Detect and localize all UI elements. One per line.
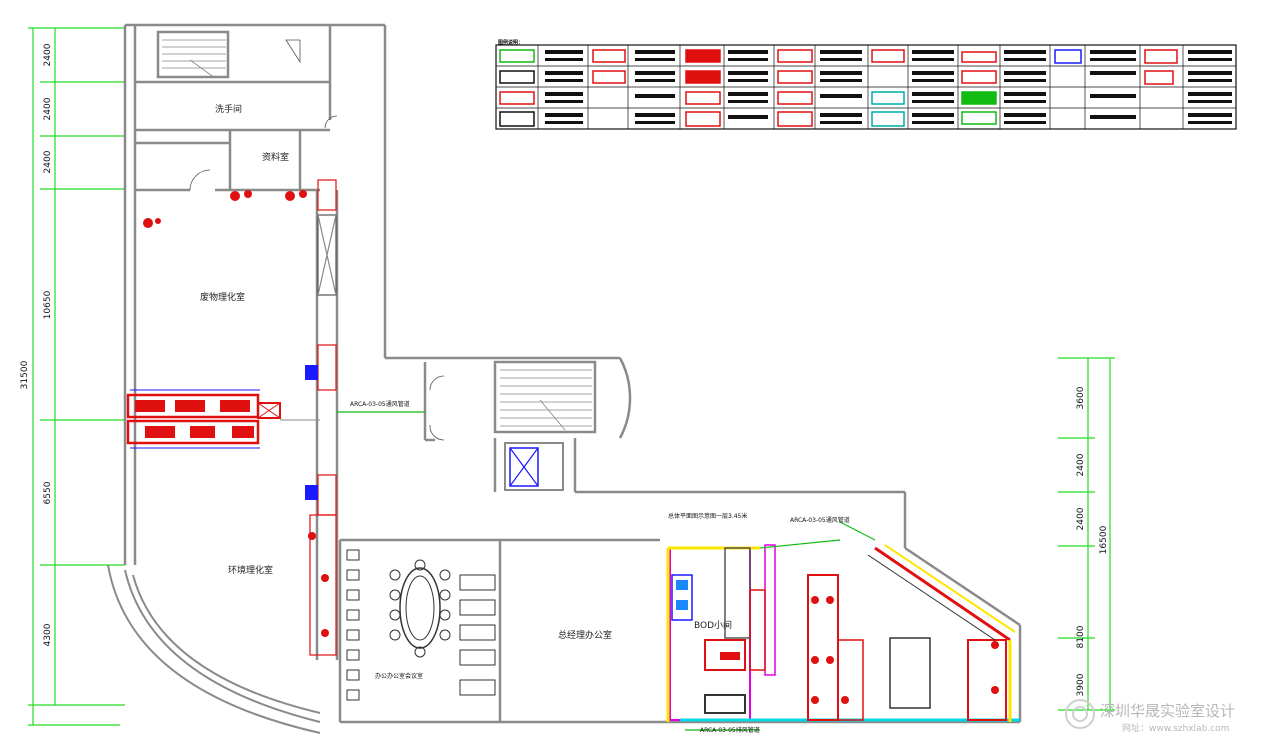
room-meeting: 办公办公室会议室 xyxy=(375,672,423,680)
floor-title: 总体平面图示意图一层3.45米 xyxy=(668,512,747,520)
stair-center xyxy=(500,369,592,431)
elevator-icon xyxy=(504,442,564,491)
chair-group xyxy=(143,190,329,637)
room-physchem-lab: 废物理化室 xyxy=(200,291,245,303)
legend-table: 图例说明： xyxy=(495,39,1237,130)
room-bod: BOD小间 xyxy=(694,619,732,631)
dim-right-seg-5: 3900 xyxy=(1076,673,1086,696)
lab-zone-right xyxy=(666,544,1020,722)
room-env-lab: 环境理化室 xyxy=(228,564,273,576)
seating-rows xyxy=(346,549,496,701)
dim-left-seg-5: 6550 xyxy=(43,481,53,504)
dim-right-seg-2: 2400 xyxy=(1076,453,1086,476)
building-walls xyxy=(123,23,1022,724)
dim-right-seg-4: 8100 xyxy=(1076,625,1086,648)
meeting-table xyxy=(389,559,451,658)
duct-label-3: ARCA-03-05排风管道 xyxy=(700,726,760,734)
room-archive: 资料室 xyxy=(262,151,289,163)
right-lab-equipment xyxy=(720,596,999,704)
dim-left-seg-2: 2400 xyxy=(43,97,53,120)
bench-island xyxy=(126,389,320,449)
stair-top xyxy=(162,39,226,79)
watermark-company: 深圳华晟实验室设计 xyxy=(1100,702,1235,720)
duct-route-green xyxy=(337,411,876,731)
doors xyxy=(189,39,445,441)
dim-right-seg-1: 3600 xyxy=(1076,386,1086,409)
legend-title: 图例说明： xyxy=(498,39,523,46)
fume-hood-row xyxy=(305,179,337,656)
duct-label-2: ARCA-03-05通风管道 xyxy=(790,516,850,524)
dim-right-total: 16500 xyxy=(1099,525,1109,554)
room-washroom: 洗手间 xyxy=(215,103,242,115)
dim-left-seg-6: 4300 xyxy=(43,623,53,646)
dim-left-seg-3: 2400 xyxy=(43,150,53,173)
dim-left-seg-4: 10650 xyxy=(43,290,53,319)
dim-left-seg-1: 2400 xyxy=(43,43,53,66)
room-gm-office: 总经理办公室 xyxy=(558,629,612,641)
curved-wall xyxy=(107,564,321,734)
left-dimension-chain xyxy=(28,27,125,726)
dim-left-total: 31500 xyxy=(20,360,30,389)
watermark-url: 网址：www.szhxlab.com xyxy=(1122,722,1229,734)
dim-right-seg-3: 2400 xyxy=(1076,507,1086,530)
watermark: 深圳华晟实验室设计 网址：www.szhxlab.com xyxy=(1065,699,1235,734)
duct-label-1: ARCA-03-05通风管道 xyxy=(350,400,410,408)
